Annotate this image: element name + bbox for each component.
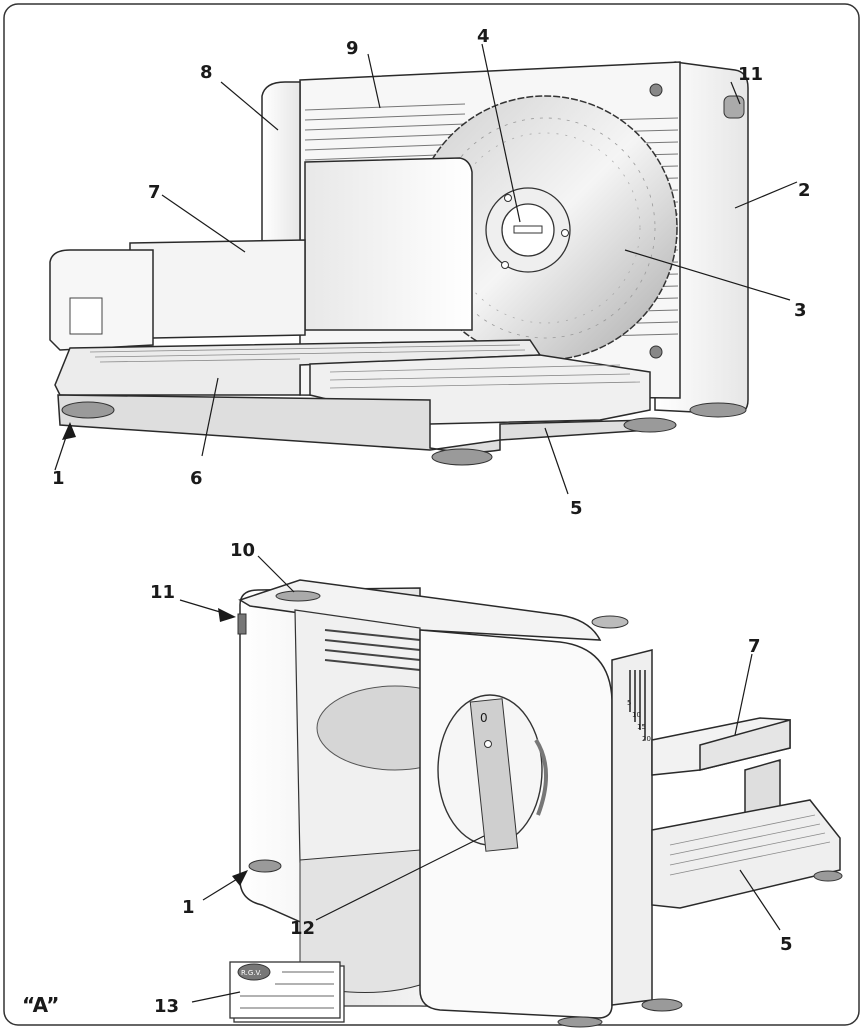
vent-slots — [324, 629, 421, 671]
screw-bottom — [649, 345, 663, 359]
callout-7-bottom: 7 — [748, 636, 761, 657]
dial-zero-label: 0 — [480, 711, 488, 725]
callout-7-top: 7 — [148, 182, 161, 203]
scale-mark-5: 5 — [627, 699, 631, 707]
slicer-top-view — [49, 61, 749, 466]
power-switch — [723, 95, 745, 119]
food-carriage — [129, 239, 306, 341]
slide-tray — [54, 339, 542, 396]
scale-mark-20: 20 — [642, 735, 651, 743]
top-knob — [275, 590, 321, 602]
bottom-leader-lines — [191, 555, 781, 1003]
arrow-11-bottom — [218, 608, 236, 622]
callout-6: 6 — [190, 468, 203, 489]
foot-bottom-front — [557, 1016, 603, 1028]
slide-tray-bottom — [651, 799, 841, 909]
warranty-card — [229, 961, 345, 1023]
foot-front-left — [61, 401, 115, 419]
callout-4: 4 — [477, 26, 490, 47]
callout-11-bottom: 11 — [150, 582, 175, 603]
foot-bottom-mid — [641, 998, 683, 1012]
blade-hub — [485, 187, 571, 273]
callout-8: 8 — [200, 62, 213, 83]
arrow-1-bottom — [232, 870, 248, 886]
foot-rear-mid — [623, 417, 677, 433]
callout-5-bottom: 5 — [780, 934, 793, 955]
housing-top — [238, 579, 602, 641]
top-leader-lines — [161, 43, 798, 495]
arrow-1-top — [62, 422, 76, 440]
callout-1-bottom: 1 — [182, 897, 195, 918]
thickness-scale — [629, 670, 646, 740]
power-switch-bottom — [237, 613, 247, 635]
scale-mark-10: 10 — [632, 711, 641, 719]
foot-rear-right — [689, 402, 747, 418]
housing-rail — [611, 649, 653, 1006]
screw-top — [649, 83, 663, 97]
slicer-bottom-view: 5 10 15 20 0 — [229, 579, 843, 1028]
figure-tag: “A” — [22, 993, 59, 1017]
callout-5-top: 5 — [570, 498, 583, 519]
card-logo: R.G.V. — [241, 969, 262, 977]
callout-9: 9 — [346, 38, 359, 59]
callout-3: 3 — [794, 300, 807, 321]
pusher-wall — [304, 157, 473, 331]
callout-10: 10 — [230, 540, 255, 561]
base-front — [57, 394, 651, 453]
callout-2: 2 — [798, 180, 811, 201]
page-border — [3, 3, 860, 1026]
callout-11-top: 11 — [738, 64, 763, 85]
callout-12: 12 — [290, 918, 315, 939]
callout-1-top: 1 — [52, 468, 65, 489]
thickness-dial — [437, 694, 548, 852]
callout-13: 13 — [154, 996, 179, 1017]
foot-bottom-left — [248, 859, 282, 873]
foot-front-right — [431, 448, 493, 466]
foot-bottom-right — [813, 870, 843, 882]
scale-mark-15: 15 — [637, 723, 646, 731]
